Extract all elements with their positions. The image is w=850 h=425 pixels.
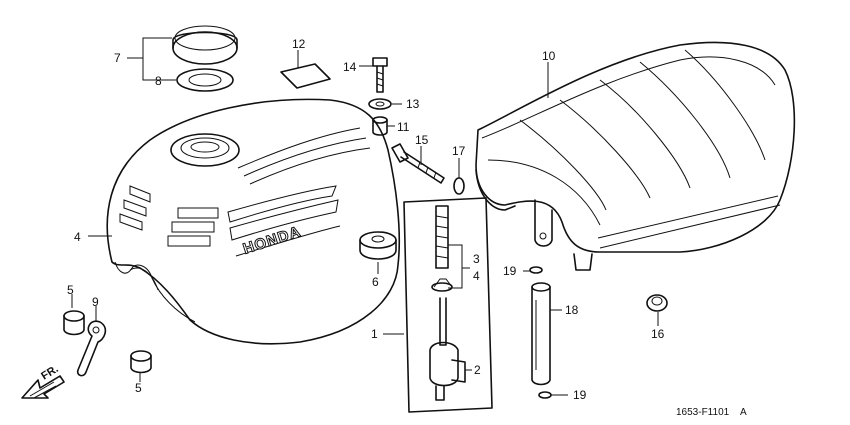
figure-code: 1653-F1101 <box>676 407 730 418</box>
fuel-cock-frame <box>403 197 493 413</box>
callout-11: 11 <box>397 120 410 134</box>
fuel-tank: HONDA <box>106 98 401 345</box>
leader-lines <box>71 37 659 396</box>
callout-5-upper: 5 <box>67 283 74 297</box>
figure-suffix: A <box>740 407 747 418</box>
callout-7: 7 <box>114 51 121 65</box>
cap-gasket <box>176 68 234 92</box>
grommet <box>646 294 668 312</box>
washer <box>368 98 392 110</box>
callout-10: 10 <box>542 49 556 63</box>
callout-16: 16 <box>651 327 665 341</box>
callout-4-tank: 4 <box>74 230 81 244</box>
caution-label <box>280 63 331 89</box>
tank-cushion-lower <box>130 350 152 374</box>
callout-9: 9 <box>92 295 99 309</box>
fuel-cap <box>172 25 238 65</box>
callout-18: 18 <box>565 303 579 317</box>
callout-15: 15 <box>415 133 429 147</box>
front-direction-indicator: FR. <box>21 363 65 399</box>
tube-clip-upper <box>529 266 543 274</box>
callout-6: 6 <box>372 275 379 289</box>
fuel-cock <box>429 297 466 401</box>
callout-14: 14 <box>343 60 357 74</box>
seat <box>475 41 796 271</box>
tank-latch <box>76 320 107 377</box>
callout-17: 17 <box>452 144 466 158</box>
strainer-gasket <box>431 278 453 292</box>
callout-8: 8 <box>155 74 162 88</box>
rubber-cushion <box>359 231 397 260</box>
callout-13: 13 <box>406 97 420 111</box>
seat-bolt <box>391 143 445 184</box>
seat-washer <box>453 177 465 195</box>
callout-3: 3 <box>473 252 480 266</box>
callout-numbers: 7 8 4 5 9 5 12 14 13 11 15 17 10 6 3 4 1… <box>67 37 665 402</box>
callout-2: 2 <box>474 363 481 377</box>
collar <box>372 116 388 136</box>
callout-12: 12 <box>292 37 306 51</box>
fuel-strainer <box>435 205 449 269</box>
callout-1: 1 <box>371 327 378 341</box>
fuel-tube <box>531 282 551 386</box>
front-direction-label: FR. <box>39 363 60 383</box>
mounting-bolt <box>372 57 388 93</box>
callout-5-lower: 5 <box>135 381 142 395</box>
tube-clip-lower <box>538 391 552 399</box>
tank-cushion-upper <box>63 310 85 336</box>
callout-4-gasket: 4 <box>473 269 480 283</box>
callout-19-lower: 19 <box>573 388 587 402</box>
callout-19-upper: 19 <box>503 264 517 278</box>
